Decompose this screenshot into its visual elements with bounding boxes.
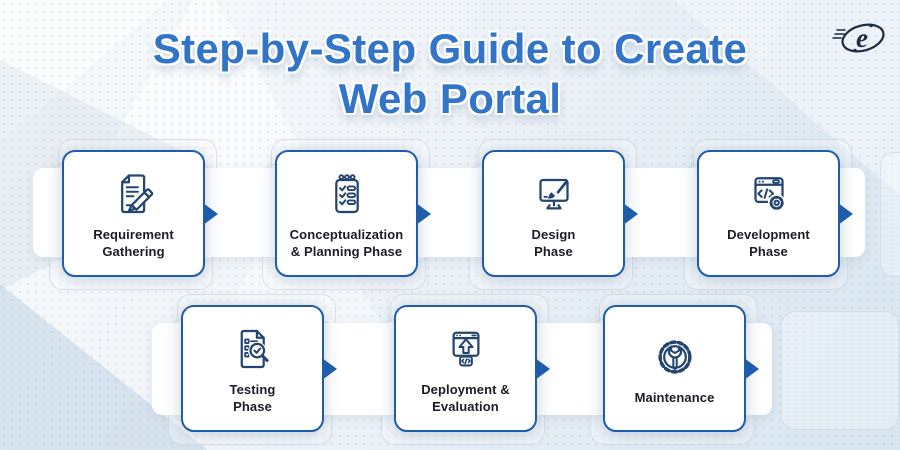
- step-label: Development Phase: [727, 226, 810, 259]
- step-card: Requirement Gathering: [62, 150, 205, 277]
- page-title-line1: Step-by-Step Guide to Create: [152, 25, 748, 72]
- step-label: Testing Phase: [229, 381, 276, 414]
- arrow-right-icon: [623, 202, 638, 225]
- row1-ghost-card: [880, 152, 900, 277]
- arrow-right-icon: [416, 202, 431, 225]
- step-card: Maintenance: [603, 305, 746, 432]
- step-label: Conceptualization & Planning Phase: [289, 226, 404, 259]
- step-label: Design Phase: [531, 226, 576, 259]
- step-card: Deployment & Evaluation: [394, 305, 537, 432]
- brand-logo: e: [830, 13, 888, 68]
- step-testing-phase: Testing Phase: [168, 294, 337, 445]
- step-card: Development Phase: [697, 150, 840, 277]
- design-monitor-brush-icon: [538, 178, 569, 210]
- step-development-phase: Development Phase: [684, 139, 853, 290]
- arrow-right-icon: [744, 357, 759, 380]
- logo-letter: e: [856, 23, 868, 53]
- step-label: Deployment & Evaluation: [421, 381, 510, 414]
- step-label: Maintenance: [634, 390, 715, 406]
- step-conceptualization-planning: Conceptualization & Planning Phase: [262, 139, 431, 290]
- orbit-e-logo-icon: e: [832, 23, 885, 53]
- row2-ghost-card: [781, 311, 899, 430]
- arrow-right-icon: [838, 202, 853, 225]
- arrow-right-icon: [322, 357, 337, 380]
- step-requirement-gathering: Requirement Gathering: [49, 139, 218, 290]
- step-card: Design Phase: [482, 150, 625, 277]
- arrow-right-icon: [203, 202, 218, 225]
- upload-window-code-icon: [452, 331, 479, 367]
- step-card: Testing Phase: [181, 305, 324, 432]
- gear-wrench-icon: [657, 340, 692, 375]
- step-card: Conceptualization & Planning Phase: [275, 150, 418, 277]
- code-window-gear-icon: [753, 176, 785, 212]
- step-label: Requirement Gathering: [93, 226, 174, 259]
- page-title: Step-by-Step Guide to Create Web Portal: [0, 24, 900, 123]
- document-pencil-icon: [120, 174, 153, 213]
- checklist-clipboard-icon: [334, 174, 359, 213]
- testing-document-magnifier-icon: [240, 329, 269, 368]
- step-maintenance: Maintenance: [590, 294, 759, 445]
- arrow-right-icon: [535, 357, 550, 380]
- step-deployment-evaluation: Deployment & Evaluation: [381, 294, 550, 445]
- page-title-line2: Web Portal: [338, 74, 562, 122]
- step-design-phase: Design Phase: [469, 139, 638, 290]
